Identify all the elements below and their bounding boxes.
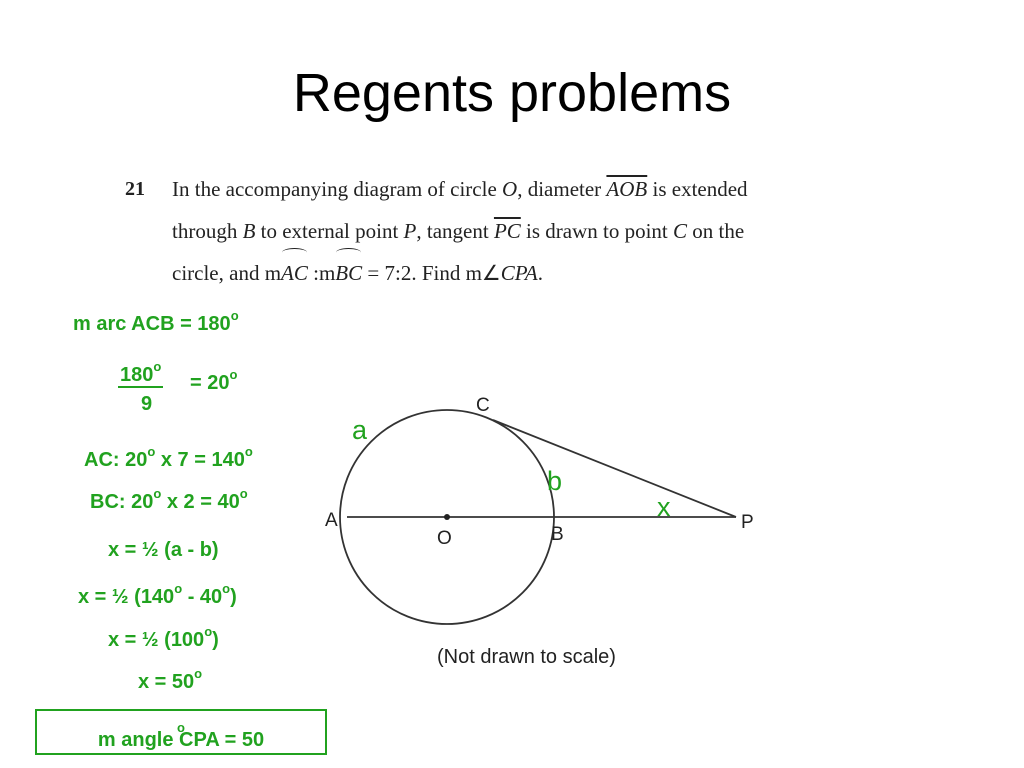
step-text: - 40 [182,586,223,608]
step-text: x 7 = 140 [155,449,245,471]
point-o-label: O [437,528,452,549]
scale-caption: (Not drawn to scale) [437,646,616,668]
step-fraction-result: = 20o [190,367,237,395]
step-text: BC: 20 [90,491,154,513]
step-text: x = ½ (100 [108,629,205,651]
problem-text: CPA [500,261,538,285]
step-text: AC: 20 [84,449,148,471]
point-b-label: B [551,524,564,545]
problem-text: , tangent [416,219,494,243]
degree-mark: o [174,581,183,596]
step-text: ) [212,629,219,651]
problem-text: is extended [647,177,748,201]
problem-text: :m [307,261,336,285]
degree-mark: o [177,720,185,735]
arc-b-label: b [547,466,562,496]
segment-aob: AOB [606,177,648,201]
step-x-simplify: x = ½ (100o) [108,624,219,652]
problem-text: on the [687,219,745,243]
step-text: ) [230,586,237,608]
degree-mark: o [153,359,162,374]
problem-text: through [172,219,243,243]
problem-text: C [673,219,688,243]
step-arc-acb: m arc ACB = 180o [73,308,239,336]
step-bc: BC: 20o x 2 = 40o [90,486,248,514]
fraction-denominator: 9 [141,393,153,415]
point-c-label: C [476,395,490,416]
problem-text: is drawn to point [520,219,674,243]
problem-text: , diameter [517,177,607,201]
step-x-formula: x = ½ (a - b) [108,539,219,561]
degree-mark: o [244,444,253,459]
problem-line-3: circle, and mAC :mBC = 7:2. Find m∠CPA. [172,248,543,294]
problem-text: B [242,219,256,243]
answer-value: m angle CPA = 50 [97,729,265,751]
degree-mark: o [194,666,203,681]
angle-x-label: x [657,492,671,522]
arc-a-label: a [352,415,368,445]
step-text: = 20 [190,372,230,394]
problem-text: circle, and m [172,261,282,285]
problem-number: 21 [125,178,145,200]
point-a-label: A [325,510,338,531]
step-x-result: x = 50o [138,666,202,694]
degree-mark: o [230,308,239,323]
problem-text: to external point [255,219,404,243]
degree-mark: o [204,624,213,639]
degree-mark: o [229,367,238,382]
slide-title: Regents problems [292,63,732,123]
segment-pc: PC [493,219,521,243]
center-point [444,514,450,520]
step-text: x 2 = 40 [161,491,240,513]
step-text: m arc ACB = 180 [73,313,231,335]
degree-mark: o [222,581,231,596]
step-text: x = 50 [138,671,195,693]
problem-text: . [537,261,543,285]
fraction-numerator: 180 [120,364,154,386]
point-p-label: P [741,512,754,533]
degree-mark: o [239,486,248,501]
problem-text: O [502,177,518,201]
arc-bc: BC [335,248,362,294]
arc-ac: AC [281,248,308,294]
problem-line-1: In the accompanying diagram of circle O,… [172,168,748,210]
problem-text: P [403,219,417,243]
problem-line-2: through B to external point P, tangent P… [172,210,744,252]
step-ac: AC: 20o x 7 = 140o [84,444,253,472]
degree-mark: o [147,444,156,459]
problem-text: = 7:2. Find m∠ [362,261,501,285]
degree-mark: o [153,486,162,501]
step-fraction-numerator: 180o [118,359,164,388]
step-x-substitute: x = ½ (140o - 40o) [78,581,237,609]
problem-text: In the accompanying diagram of circle [172,177,503,201]
tangent-pc [492,419,737,518]
step-text: x = ½ (140 [78,586,175,608]
